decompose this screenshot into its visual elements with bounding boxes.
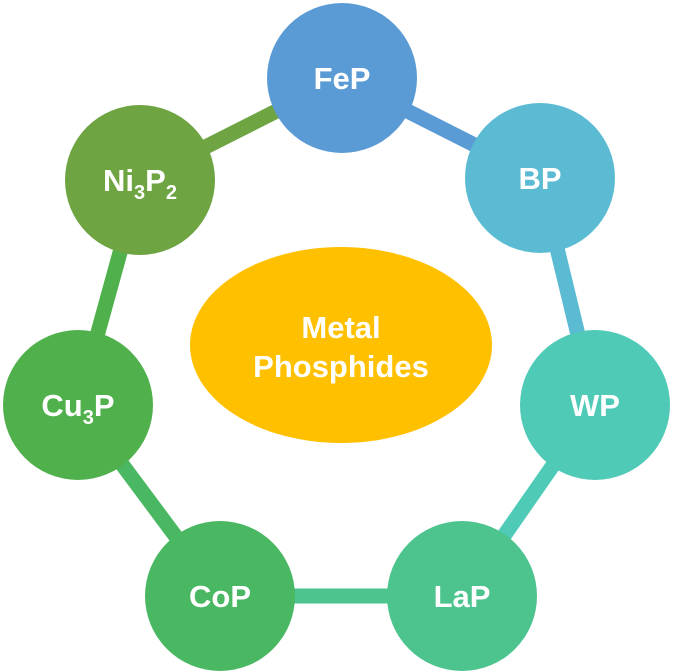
node-label-cop: CoP [189,579,251,614]
node-label-ni3p2: Ni3P2 [103,163,177,204]
center-label-line2: Phosphides [253,349,429,384]
node-circle-cop [145,521,295,671]
node-text-part: BP [518,161,561,196]
node-label-bp: BP [518,161,561,196]
node-text-part: P [145,163,166,198]
node-text-part: WP [570,388,620,423]
node-label-fep: FeP [314,61,371,96]
node-text-part: Ni [103,163,134,198]
node-text-part: FeP [314,61,371,96]
node-circle-lap [387,521,537,671]
node-text-part: P [94,388,115,423]
node-subscript: 2 [166,182,177,204]
node-text-part: Cu [41,388,82,423]
node-subscript: 3 [134,182,145,204]
node-fep: FeP [267,3,417,153]
node-circle-ni3p2 [65,105,215,255]
node-cu3p: Cu3P [3,330,153,480]
center-label-line1: Metal [301,310,380,345]
node-bp: BP [465,103,615,253]
node-circle-fep [267,3,417,153]
node-text-part: LaP [434,579,491,614]
node-wp: WP [520,330,670,480]
node-ni3p2: Ni3P2 [65,105,215,255]
node-label-wp: WP [570,388,620,423]
center-node: Metal Phosphides [190,247,492,443]
node-label-lap: LaP [434,579,491,614]
node-cop: CoP [145,521,295,671]
center-ellipse [190,247,492,443]
node-label-cu3p: Cu3P [41,388,114,429]
node-subscript: 3 [83,407,94,429]
node-lap: LaP [387,521,537,671]
node-text-part: CoP [189,579,251,614]
node-circle-wp [520,330,670,480]
node-circle-cu3p [3,330,153,480]
node-circle-bp [465,103,615,253]
